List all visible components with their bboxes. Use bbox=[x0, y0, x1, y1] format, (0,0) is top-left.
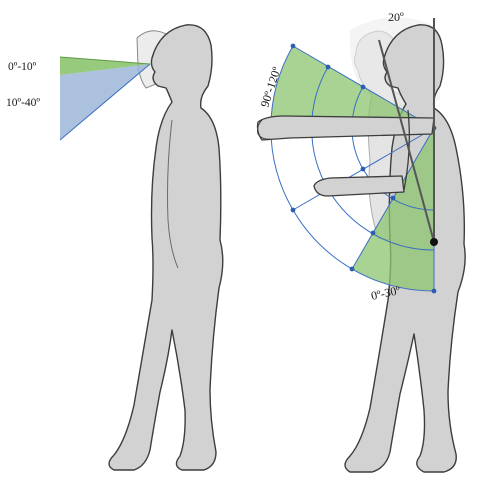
label-gaze-lower: 10º-40º bbox=[6, 97, 40, 109]
right-figure: 20º 90º-120º 0º-30º bbox=[258, 10, 466, 472]
left-figure: 0º-10º 10º-40º bbox=[6, 25, 223, 470]
node-dot bbox=[391, 196, 396, 201]
node-dot bbox=[361, 167, 366, 172]
node-dot bbox=[350, 267, 355, 272]
node-dot bbox=[291, 208, 296, 213]
hip-pivot-dot bbox=[430, 238, 438, 246]
label-trunk-angle: 20º bbox=[388, 10, 404, 24]
node-dot bbox=[291, 44, 296, 49]
node-dot bbox=[371, 231, 376, 236]
left-body-silhouette bbox=[109, 25, 223, 470]
forearm-lower bbox=[314, 176, 404, 196]
label-gaze-upper: 0º-10º bbox=[8, 61, 37, 73]
node-dot bbox=[361, 85, 366, 90]
node-dot bbox=[326, 65, 331, 70]
node-dot bbox=[432, 289, 437, 294]
